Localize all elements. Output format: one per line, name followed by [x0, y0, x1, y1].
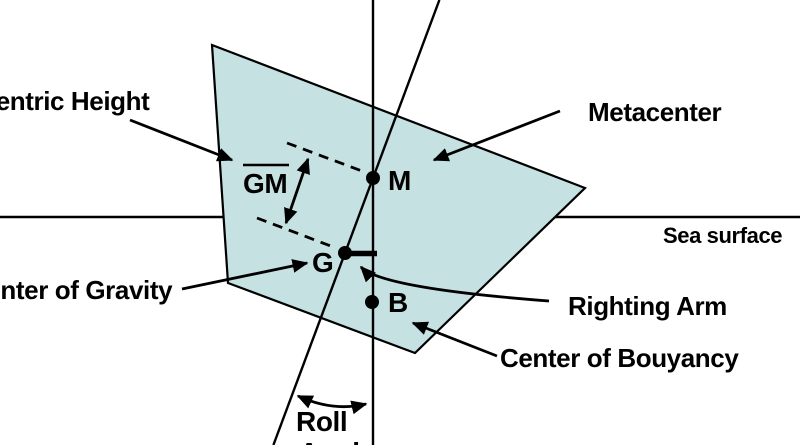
center-of-bouyancy-pointer-arrow: [411, 321, 498, 358]
metacenter-pointer-arrow: [432, 109, 561, 162]
angle-label: Angle: [299, 437, 375, 445]
roll-label: Roll: [296, 406, 347, 437]
dashed-line-through-M: [286, 141, 363, 173]
center-of-gravity-point: [338, 246, 352, 260]
metacenter-point-label: M: [388, 165, 411, 196]
metacenter-point: [366, 171, 380, 185]
ship-centerline: [272, 0, 441, 445]
dashed-line-through-G: [256, 216, 337, 250]
metacenter-label: Metacenter: [588, 97, 722, 127]
center-of-gravity-point-label: G: [312, 247, 333, 278]
center-of-bouyancy-label: Center of Bouyancy: [500, 343, 739, 373]
gm-label: GM: [243, 168, 287, 199]
righting-arm-pointer-curve: [359, 265, 550, 303]
center-of-bouyancy-point-label: B: [388, 287, 408, 318]
center-of-gravity-pointer-arrow: [181, 259, 309, 291]
center-of-gravity-label: Center of Gravity: [0, 275, 173, 305]
roll-angle-arc: [296, 394, 368, 415]
righting-arm-label: Righting Arm: [568, 291, 727, 321]
gm-distance-arrow: [284, 157, 310, 225]
sea-surface-label: Sea surface: [663, 223, 782, 248]
center-of-bouyancy-point: [365, 295, 379, 309]
metacentric-height-pointer-arrow: [129, 118, 234, 162]
metacentric-height-label: Metacentric Height: [0, 86, 150, 116]
ship-hull-shape: [210, 43, 588, 355]
